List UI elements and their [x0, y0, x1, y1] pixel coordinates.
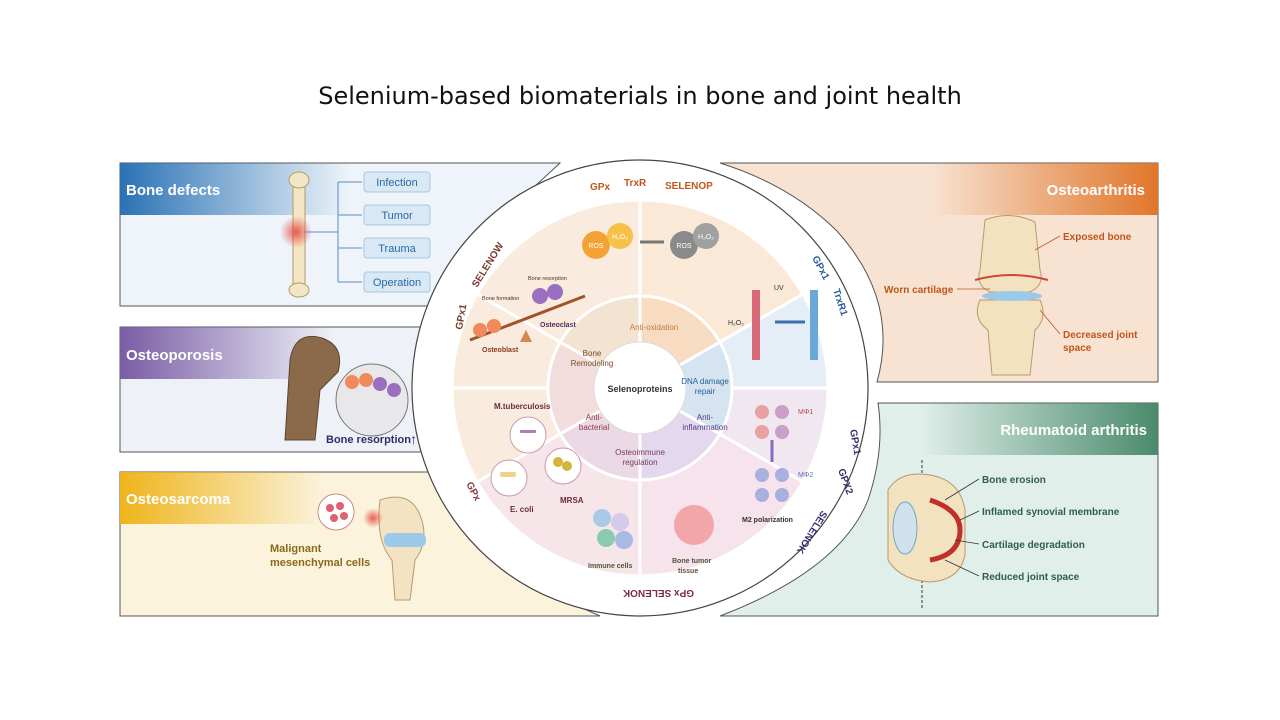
remodeling-illustration: Bone resorption Bone formation Osteoclas… [469, 276, 586, 354]
osteoarthritis-header: Osteoarthritis [1047, 182, 1145, 199]
remodel-label-1: Bone [583, 349, 602, 358]
dna-illustration: UV H₂O₂ [728, 285, 818, 360]
cause-trauma: Trauma [363, 237, 431, 259]
figure-title: Selenium-based biomaterials in bone and … [318, 82, 962, 110]
panel-rheumatoid: Rheumatoid arthritis Bone erosion Inflam… [719, 402, 1159, 617]
svg-text:Immune cells: Immune cells [588, 563, 632, 570]
cause-operation: Operation [363, 271, 431, 293]
segment-dna [720, 294, 829, 388]
cause-tumor: Tumor [363, 204, 431, 226]
svg-text:H₂O₂: H₂O₂ [698, 234, 714, 241]
femur-icon [280, 171, 312, 298]
svg-text:UV: UV [774, 285, 784, 292]
osteoimmune-label-1: Osteoimmune [615, 448, 665, 457]
svg-text:M2 polarization: M2 polarization [742, 517, 793, 524]
outer-gpx1-lower: GPx1 [847, 429, 862, 457]
bone-resorption-label: Bone resorption [326, 434, 411, 446]
svg-text:MΦ1: MΦ1 [798, 409, 813, 416]
mesenchymal-label: mesenchymal cells [270, 557, 370, 569]
svg-text:ROS: ROS [676, 243, 692, 250]
reduced-space-label: Reduced joint space [982, 572, 1080, 583]
dna-label-2: repair [695, 387, 716, 396]
femur-head-icon [284, 335, 409, 441]
panel-osteosarcoma: Osteosarcoma Malignant mesenchymal cells [119, 471, 601, 617]
svg-text:M.tuberculosis: M.tuberculosis [494, 402, 551, 411]
macrophage-illustration: MΦ1 MΦ2 M2 polarization [742, 405, 813, 524]
osteosarcoma-header: Osteosarcoma [126, 491, 231, 508]
remodel-label-2: Remodeling [571, 359, 614, 368]
selenoprotein-wheel [411, 159, 869, 617]
anti-oxidation-label: Anti-oxidation [630, 323, 678, 332]
cause-infection: Infection [363, 171, 431, 193]
worn-cartilage-label: Worn cartilage [884, 285, 954, 296]
anti-inflam-label-1: Anti- [697, 413, 714, 422]
knee-tumor-icon [317, 493, 426, 601]
svg-text:H₂O₂: H₂O₂ [728, 320, 744, 327]
panel-osteoporosis: Osteoporosis Bone resorption ↑ [119, 326, 444, 453]
outer-bottom: GPx SELENOK [622, 587, 694, 598]
space-label: space [1063, 343, 1092, 354]
svg-text:tissue: tissue [678, 568, 698, 575]
outer-trxr-top: TrxR [624, 178, 647, 189]
osteoimmune-label-2: regulation [622, 458, 657, 467]
outer-gpx1-left: GPx1 [454, 303, 469, 331]
cause-connector [305, 181, 362, 283]
synovial-label: Inflamed synovial membrane [982, 507, 1120, 518]
osteoporosis-header: Osteoporosis [126, 347, 223, 364]
panel-osteoarthritis: Osteoarthritis Exposed bone Worn cartila… [719, 162, 1159, 383]
antibac-label-1: Anti- [586, 413, 603, 422]
up-arrow-icon: ↑ [410, 431, 417, 447]
decreased-joint-label: Decreased joint [1063, 330, 1138, 341]
antibac-label-2: bacterial [579, 423, 609, 432]
anti-inflam-label-2: inflammation [682, 423, 727, 432]
osteoimmune-illustration: Immune cells Bone tumor tissue [588, 505, 714, 575]
bone-defects-header: Bone defects [126, 182, 220, 199]
svg-text:Bone tumor: Bone tumor [672, 558, 712, 565]
center-label: Selenoproteins [607, 384, 672, 394]
segment-inflammation [720, 388, 829, 482]
rheumatoid-header: Rheumatoid arthritis [1000, 422, 1147, 439]
knee-ra-icon [887, 473, 966, 583]
antioxidation-illustration: ROS H₂O₂ ROS H₂O₂ [582, 223, 719, 259]
svg-text:E. coli: E. coli [510, 505, 534, 514]
svg-text:Tumor: Tumor [381, 210, 413, 222]
svg-text:ROS: ROS [588, 243, 604, 250]
svg-text:Osteoblast: Osteoblast [482, 347, 519, 354]
knee-oa-icon [974, 215, 1049, 376]
svg-text:Bone formation: Bone formation [482, 296, 519, 302]
outer-gpx-top: GPx [590, 182, 610, 193]
cartilage-degradation-label: Cartilage degradation [982, 540, 1085, 551]
svg-text:MRSA: MRSA [560, 496, 584, 505]
bone-erosion-label: Bone erosion [982, 475, 1046, 486]
svg-text:MΦ2: MΦ2 [798, 472, 813, 479]
svg-text:Bone resorption: Bone resorption [528, 276, 567, 282]
svg-text:H₂O₂: H₂O₂ [612, 234, 628, 241]
dna-label-1: DNA damage [681, 377, 729, 386]
svg-text:Infection: Infection [376, 177, 418, 189]
malignant-label: Malignant [270, 543, 322, 555]
exposed-bone-label: Exposed bone [1063, 232, 1132, 243]
svg-text:Operation: Operation [373, 277, 421, 289]
antibacterial-illustration: M.tuberculosis MRSA E. coli [490, 402, 584, 514]
outer-selenop-top: SELENOP [665, 181, 713, 192]
svg-text:Osteoclast: Osteoclast [540, 322, 576, 329]
svg-text:Trauma: Trauma [378, 243, 416, 255]
